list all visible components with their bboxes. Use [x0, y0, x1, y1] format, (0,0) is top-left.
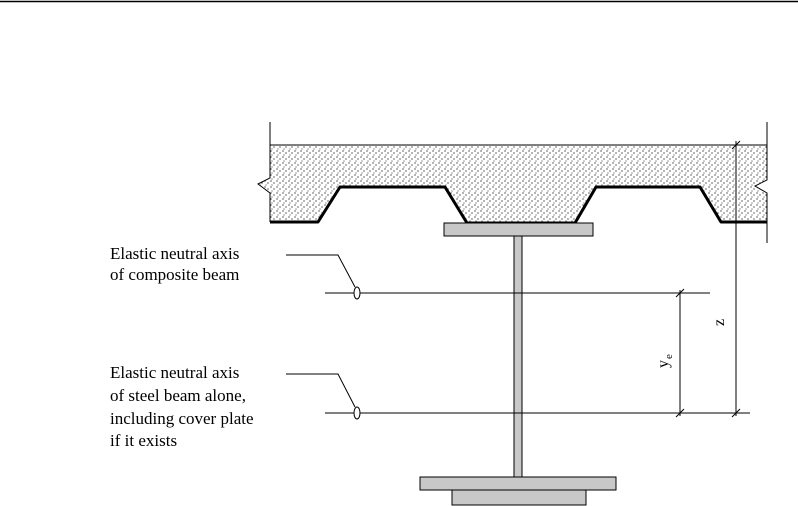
ye-tick-bottom	[675, 408, 685, 418]
bottom-flange	[419, 476, 617, 491]
steel-axis-label-4: if it exists	[110, 431, 177, 450]
composite-axis-leader	[286, 254, 356, 288]
steel-axis-label-3: including cover plate	[110, 409, 254, 428]
top-flange	[443, 222, 594, 237]
steel-axis-leader	[286, 373, 356, 408]
composite-axis-label-1: Elastic neutral axis	[110, 244, 239, 263]
steel-axis-label-1: Elastic neutral axis	[110, 363, 239, 382]
web	[513, 235, 523, 478]
cover-plate	[451, 489, 587, 506]
ye-tick-top	[675, 288, 685, 298]
slab-break-left	[257, 122, 271, 222]
steel-axis-marker	[353, 406, 361, 420]
steel-axis-label-2: of steel beam alone,	[110, 386, 246, 405]
ye-label: y	[655, 360, 672, 368]
composite-axis-label-2: of composite beam	[110, 265, 239, 284]
composite-axis-marker	[353, 286, 361, 300]
slab-break-right	[753, 122, 768, 243]
z-tick-bottom	[731, 408, 741, 418]
concrete-slab	[258, 145, 767, 223]
ye-label-subscript: e	[663, 354, 675, 359]
z-label: z	[711, 319, 728, 326]
